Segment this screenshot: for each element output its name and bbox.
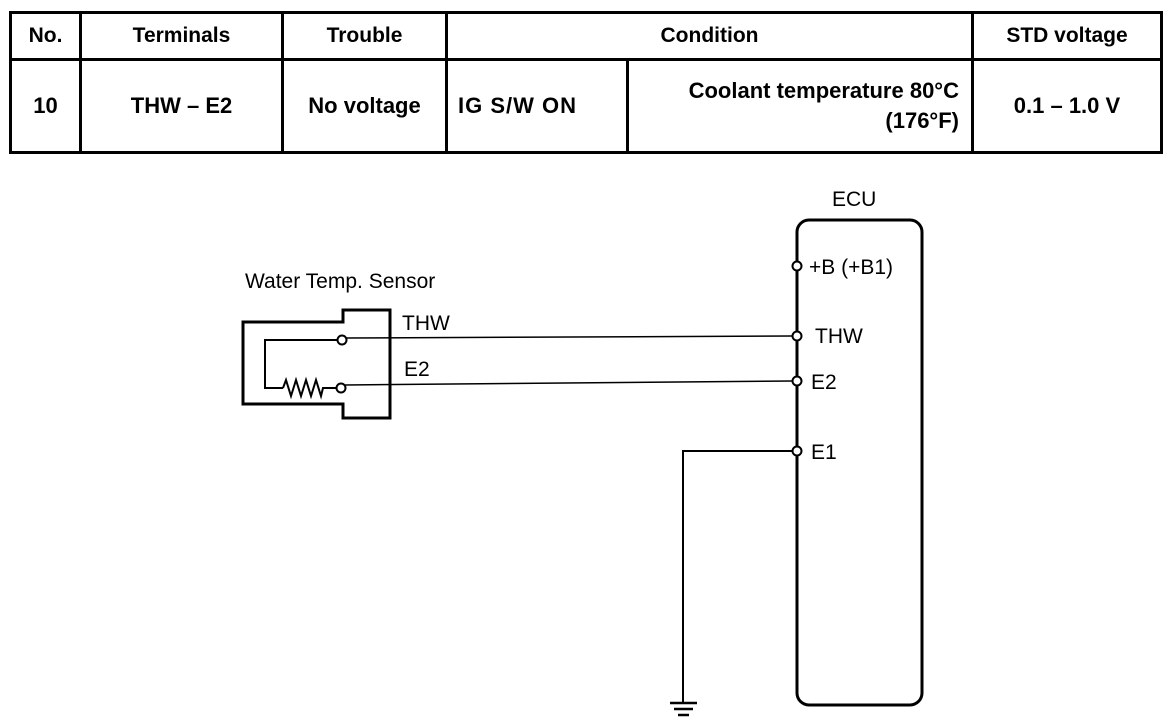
ecu-terminal-e2 bbox=[791, 375, 803, 387]
cell-terminals: THW – E2 bbox=[79, 58, 284, 154]
ecu-label: ECU bbox=[832, 188, 876, 211]
condition-temp-line1: Coolant temperature 80°C bbox=[688, 78, 959, 103]
sensor-body bbox=[241, 308, 392, 420]
ecu-terminal-e1-label: E1 bbox=[811, 441, 837, 464]
table-row: 10 THW – E2 No voltage IG S/W ON Coolant… bbox=[9, 58, 1163, 154]
header-condition: Condition bbox=[445, 11, 974, 61]
header-trouble: Trouble bbox=[281, 11, 448, 61]
cell-std-voltage: 0.1 – 1.0 V bbox=[971, 58, 1163, 154]
ecu-terminal-b-label: +B (+B1) bbox=[809, 256, 893, 279]
ecu-terminal-b bbox=[791, 260, 803, 272]
ecu-terminal-thw-label: THW bbox=[815, 325, 863, 348]
ground-icon bbox=[670, 701, 697, 717]
wire-thw-label: THW bbox=[402, 312, 450, 335]
condition-temp-line2: (176°F) bbox=[885, 108, 959, 133]
cell-trouble: No voltage bbox=[281, 58, 448, 154]
sensor-label: Water Temp. Sensor bbox=[245, 270, 435, 293]
wire-thw bbox=[345, 335, 793, 339]
cell-condition-temp: Coolant temperature 80°C (176°F) bbox=[626, 58, 974, 154]
header-std-voltage: STD voltage bbox=[971, 11, 1163, 61]
ecu-box bbox=[795, 218, 924, 707]
resistor-icon bbox=[282, 376, 336, 400]
ecu-terminal-e1 bbox=[791, 445, 803, 457]
header-terminals: Terminals bbox=[79, 11, 284, 61]
wire-e2-label: E2 bbox=[404, 358, 430, 381]
ecu-terminal-thw bbox=[791, 330, 803, 342]
sensor-terminal-e2 bbox=[335, 382, 347, 394]
cell-no: 10 bbox=[9, 58, 82, 154]
sensor-internal-wire bbox=[264, 339, 338, 389]
header-no: No. bbox=[9, 11, 82, 61]
wire-e2 bbox=[344, 380, 793, 386]
sensor-terminal-thw bbox=[336, 334, 348, 346]
cell-condition-switch: IG S/W ON bbox=[445, 58, 629, 154]
spec-table: No. Terminals Trouble Condition STD volt… bbox=[9, 11, 1163, 154]
ecu-terminal-e2-label: E2 bbox=[811, 371, 837, 394]
wire-e1-ground bbox=[682, 450, 792, 702]
table-header-row: No. Terminals Trouble Condition STD volt… bbox=[9, 11, 1163, 61]
